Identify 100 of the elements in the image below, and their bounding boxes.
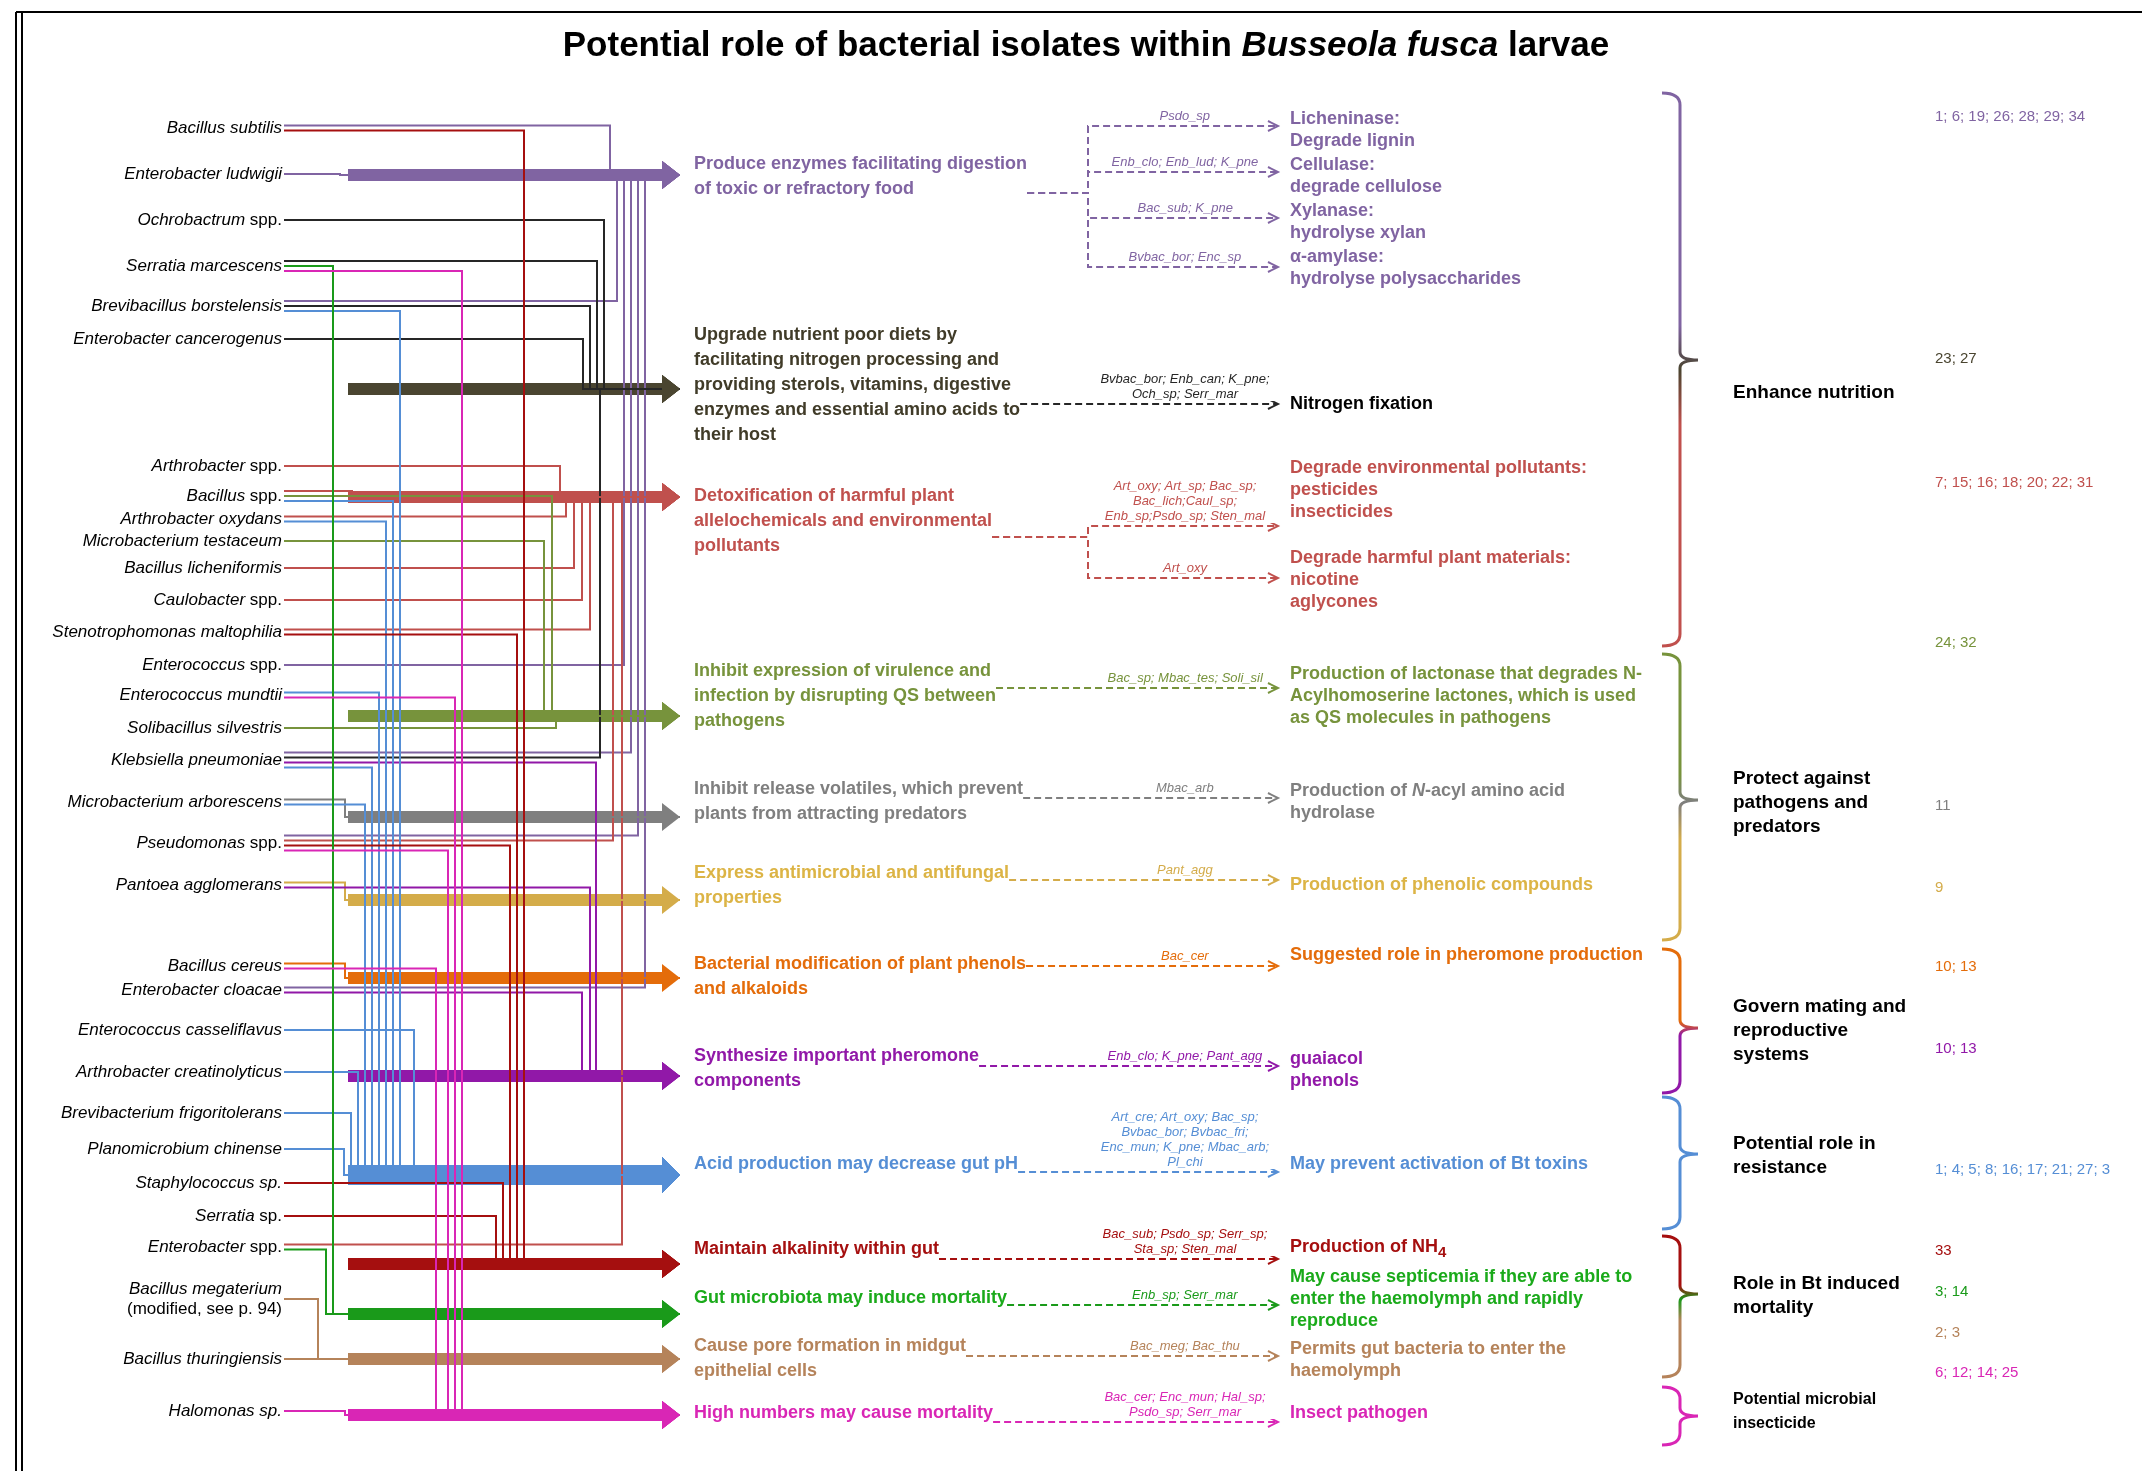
edge-label: Psdo_sp: [1157, 108, 1213, 123]
category-label: Govern mating and reproductive systems: [1733, 994, 1921, 1066]
species-name: Brevibacillus borstelensis: [32, 296, 282, 316]
species-name: Arthrobacter creatinolyticus: [32, 1062, 282, 1082]
function-label: Bacterial modification of plant phenols and alkaloids: [680, 951, 1042, 1001]
species-name: Bacillus megaterium (modified, see p. 94): [82, 1279, 282, 1319]
mechanism-label: degrade cellulose: [1290, 175, 1444, 197]
mechanism-label: aglycones: [1290, 590, 1380, 612]
mechanism-label: Suggested role in pheromone production: [1278, 943, 1650, 965]
species-name: Enterobacter ludwigii: [32, 164, 282, 184]
function-label: Gut microbiota may induce mortality: [680, 1285, 1008, 1310]
species-name: Bacillus spp.: [32, 486, 282, 506]
species-name: Klebsiella pneumoniae: [32, 750, 282, 770]
reference-numbers: 1; 6; 19; 26; 28; 29; 34: [1935, 107, 2086, 125]
dashed-arrow: [995, 682, 1279, 694]
connector-line: [283, 375, 681, 759]
dashed-arrow: [1022, 792, 1279, 804]
edge-label: Bac_sub; K_pne: [1135, 200, 1235, 215]
species-name: Staphylococcus sp.: [32, 1173, 282, 1193]
edge-label: Mbac_arb: [1154, 780, 1216, 795]
category-label: Role in Bt induced mortality: [1733, 1271, 1921, 1319]
connector-line: [283, 881, 681, 914]
mechanism-label: insecticides: [1290, 500, 1395, 522]
connector-line: [283, 1401, 681, 1429]
species-name: Stenotrophomonas maltophilia: [32, 622, 282, 642]
function-label: Inhibit expression of virulence and infection by disrupting QS between pathogens: [680, 658, 1042, 733]
edge-label: Enb_sp; Serr_mar: [1130, 1287, 1240, 1302]
dashed-arrow: [1008, 874, 1279, 886]
species-name: Bacillus subtilis: [32, 118, 282, 138]
function-label: Inhibit release volatiles, which prevent plants from attracting predators: [680, 776, 1042, 826]
edge-label: Enb_clo; K_pne; Pant_agg: [1105, 1048, 1265, 1063]
title: Potential role of bacterial isolates within Busseola fusca larvae: [562, 24, 1610, 64]
mechanism-label: May cause septicemia if they are able to enter the haemolymph and rapidly reproduce: [1278, 1265, 1650, 1331]
species-name: Planomicrobium chinense: [32, 1139, 282, 1159]
species-name: Solibacillus silvestris: [32, 718, 282, 738]
species-name: Enterococcus casseliflavus: [32, 1020, 282, 1040]
species-name: Arthrobacter oxydans: [32, 509, 282, 529]
connector-line: [283, 798, 681, 831]
species-name: Serratia sp.: [32, 1206, 282, 1226]
dashed-arrow: [1025, 960, 1279, 972]
species-name: Bacillus cereus: [32, 956, 282, 976]
species-name: Bacillus thuringiensis: [32, 1349, 282, 1369]
mechanism-label: Permits gut bacteria to enter the haemolymph: [1278, 1337, 1650, 1381]
species-name: Enterobacter cloacae: [32, 980, 282, 1000]
dashed-arrow: [1006, 1299, 1279, 1311]
species-name: Pantoea agglomerans: [32, 875, 282, 895]
function-label: Detoxification of harmful plant allelochemicals and environmental pollutants: [680, 483, 1042, 558]
edge-label: Enb_clo; Enb_lud; K_pne: [1109, 154, 1261, 169]
species-name: Enterobacter cancerogenus: [32, 329, 282, 349]
reference-numbers: 6; 12; 14; 25: [1935, 1363, 2019, 1381]
mechanism-label: nicotine: [1290, 568, 1360, 590]
edge-label: Bvbac_bor; Enc_sp: [1126, 249, 1244, 264]
category-label: Potential role in resistance: [1733, 1131, 1921, 1179]
connector-line: [283, 1215, 681, 1278]
mechanism-label: Degrade environmental pollutants:: [1290, 456, 1589, 478]
mechanism-label: May prevent activation of Bt toxins: [1278, 1152, 1650, 1174]
mechanism-label: Production of lactonase that degrades N-Acylhomoserine lactones, which is used as QS molecules in pathogens: [1278, 662, 1650, 728]
mechanism-label: Insect pathogen: [1278, 1401, 1650, 1423]
species-name: Ochrobactrum spp.: [32, 210, 282, 230]
connector-line: [283, 702, 681, 730]
edge-label: Bac_meg; Bac_thu: [1128, 1338, 1242, 1353]
mechanism-label: hydrolyse xylan: [1290, 221, 1428, 243]
reference-numbers: 33: [1935, 1241, 1952, 1259]
mechanism-label: phenols: [1290, 1069, 1360, 1091]
category-label: Enhance nutrition: [1733, 380, 1921, 404]
mechanism-label: pesticides: [1290, 478, 1380, 500]
species-name: Microbacterium testaceum: [32, 531, 282, 551]
reference-numbers: 1; 4; 5; 8; 16; 17; 21; 27; 3: [1935, 1160, 2111, 1178]
species-name: Brevibacterium frigoritolerans: [32, 1103, 282, 1123]
function-label: Produce enzymes facilitating digestion of toxic or refractory food: [680, 151, 1042, 201]
function-label: Cause pore formation in midgut epithelial cells: [680, 1333, 1042, 1383]
function-label: Synthesize important pheromone components: [680, 1043, 1042, 1093]
species-name: Caulobacter spp.: [32, 590, 282, 610]
reference-numbers: 10; 13: [1935, 1039, 1977, 1057]
species-name: Microbacterium arborescens: [32, 792, 282, 812]
edge-label: Pant_agg: [1155, 862, 1215, 877]
mechanism-label: hydrolyse polysaccharides: [1290, 267, 1523, 289]
function-label: Express antimicrobial and antifungal properties: [680, 860, 1042, 910]
mechanism-label: Production of phenolic compounds: [1278, 873, 1650, 895]
reference-numbers: 24; 32: [1935, 633, 1977, 651]
connector-line: [283, 161, 681, 989]
mechanism-label: Production of NH$_{4}$: [1278, 1235, 1650, 1263]
dashed-arrow: [991, 536, 1279, 584]
edge-label: Bac_sp; Mbac_tes; Soli_sil: [1105, 670, 1265, 685]
connector-line: [283, 1345, 681, 1373]
species-name: Enterococcus spp.: [32, 655, 282, 675]
species-name: Enterococcus mundtii: [32, 685, 282, 705]
species-name: Arthrobacter spp.: [32, 456, 282, 476]
connector-line: [283, 991, 681, 1090]
function-label: Maintain alkalinity within gut: [680, 1236, 939, 1261]
category-label: Protect against pathogens and predators: [1733, 766, 1921, 838]
reference-numbers: 3; 14: [1935, 1282, 1969, 1300]
reference-numbers: 7; 15; 16; 18; 20; 22; 31: [1935, 473, 2094, 491]
category-label: Potential microbial insecticide: [1733, 1387, 1921, 1435]
mechanism-label: Licheninase:: [1290, 107, 1402, 129]
species-name: Enterobacter spp.: [32, 1237, 282, 1257]
mechanism-label: Nitrogen fixation: [1278, 392, 1650, 414]
function-label: High numbers may cause mortality: [680, 1400, 994, 1425]
reference-numbers: 23; 27: [1935, 349, 1977, 367]
dashed-arrow: [978, 1060, 1279, 1072]
